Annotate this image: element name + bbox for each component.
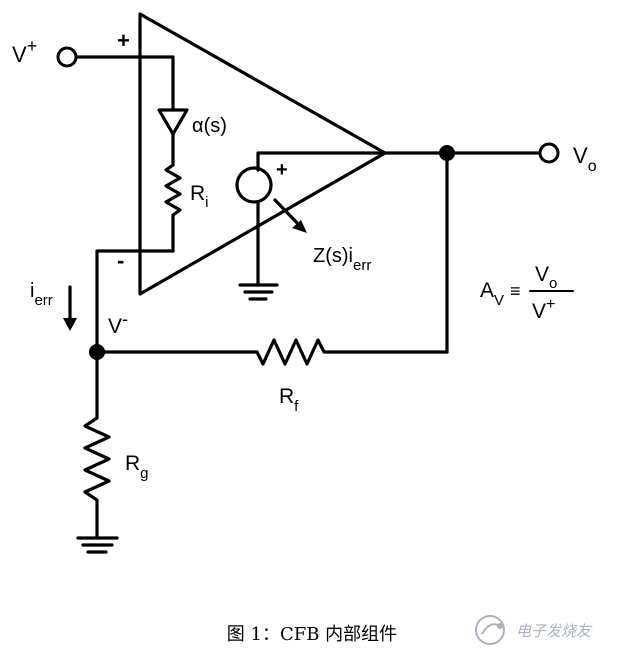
rf-resistor (95, 338, 449, 366)
vo-label: Vo (573, 143, 597, 175)
figure-caption: 图 1：CFB 内部组件 (226, 624, 398, 645)
av-label: AV (480, 279, 504, 309)
ground-symbol-internal (238, 283, 279, 301)
rg-resistor (83, 350, 111, 540)
alpha-label: α(s) (192, 115, 227, 137)
inverting-node-dot (89, 344, 105, 360)
source-top-wire (256, 151, 387, 172)
vo-terminal (538, 142, 560, 164)
z-label: Z(s)ierr (313, 245, 371, 274)
fraction-numerator: Vo (535, 263, 557, 292)
ri-resistor (164, 163, 182, 253)
output-node-dot (439, 145, 455, 161)
inverting-node-wire (95, 249, 175, 354)
internal-buffer-wire (138, 55, 175, 112)
vplus-terminal (56, 46, 78, 68)
inverting-sign: - (117, 248, 124, 273)
rg-label: Rg (125, 452, 149, 482)
source-plus-label: + (276, 159, 288, 181)
rf-label: Rf (279, 385, 299, 415)
watermark-logo: 电子发烧友 (470, 612, 620, 648)
fraction-denominator: V+ (532, 296, 555, 323)
ierr-label: ierr (30, 280, 53, 309)
z-pointer-arrowhead (292, 220, 307, 233)
vminus-label: V- (108, 309, 128, 338)
vplus-label: V+ (12, 36, 37, 67)
watermark-text: 电子发烧友 (516, 622, 592, 640)
noninverting-sign: + (117, 28, 130, 53)
ierr-arrowhead (63, 318, 77, 331)
z-source-symbol (235, 166, 273, 204)
ground-symbol-rg (76, 536, 119, 554)
ri-label: Ri (190, 182, 209, 211)
opamp-triangle (138, 12, 387, 296)
watermark-icon (475, 615, 505, 645)
alpha-buffer-symbol (157, 108, 189, 136)
equiv-sign: ≡ (510, 281, 521, 301)
